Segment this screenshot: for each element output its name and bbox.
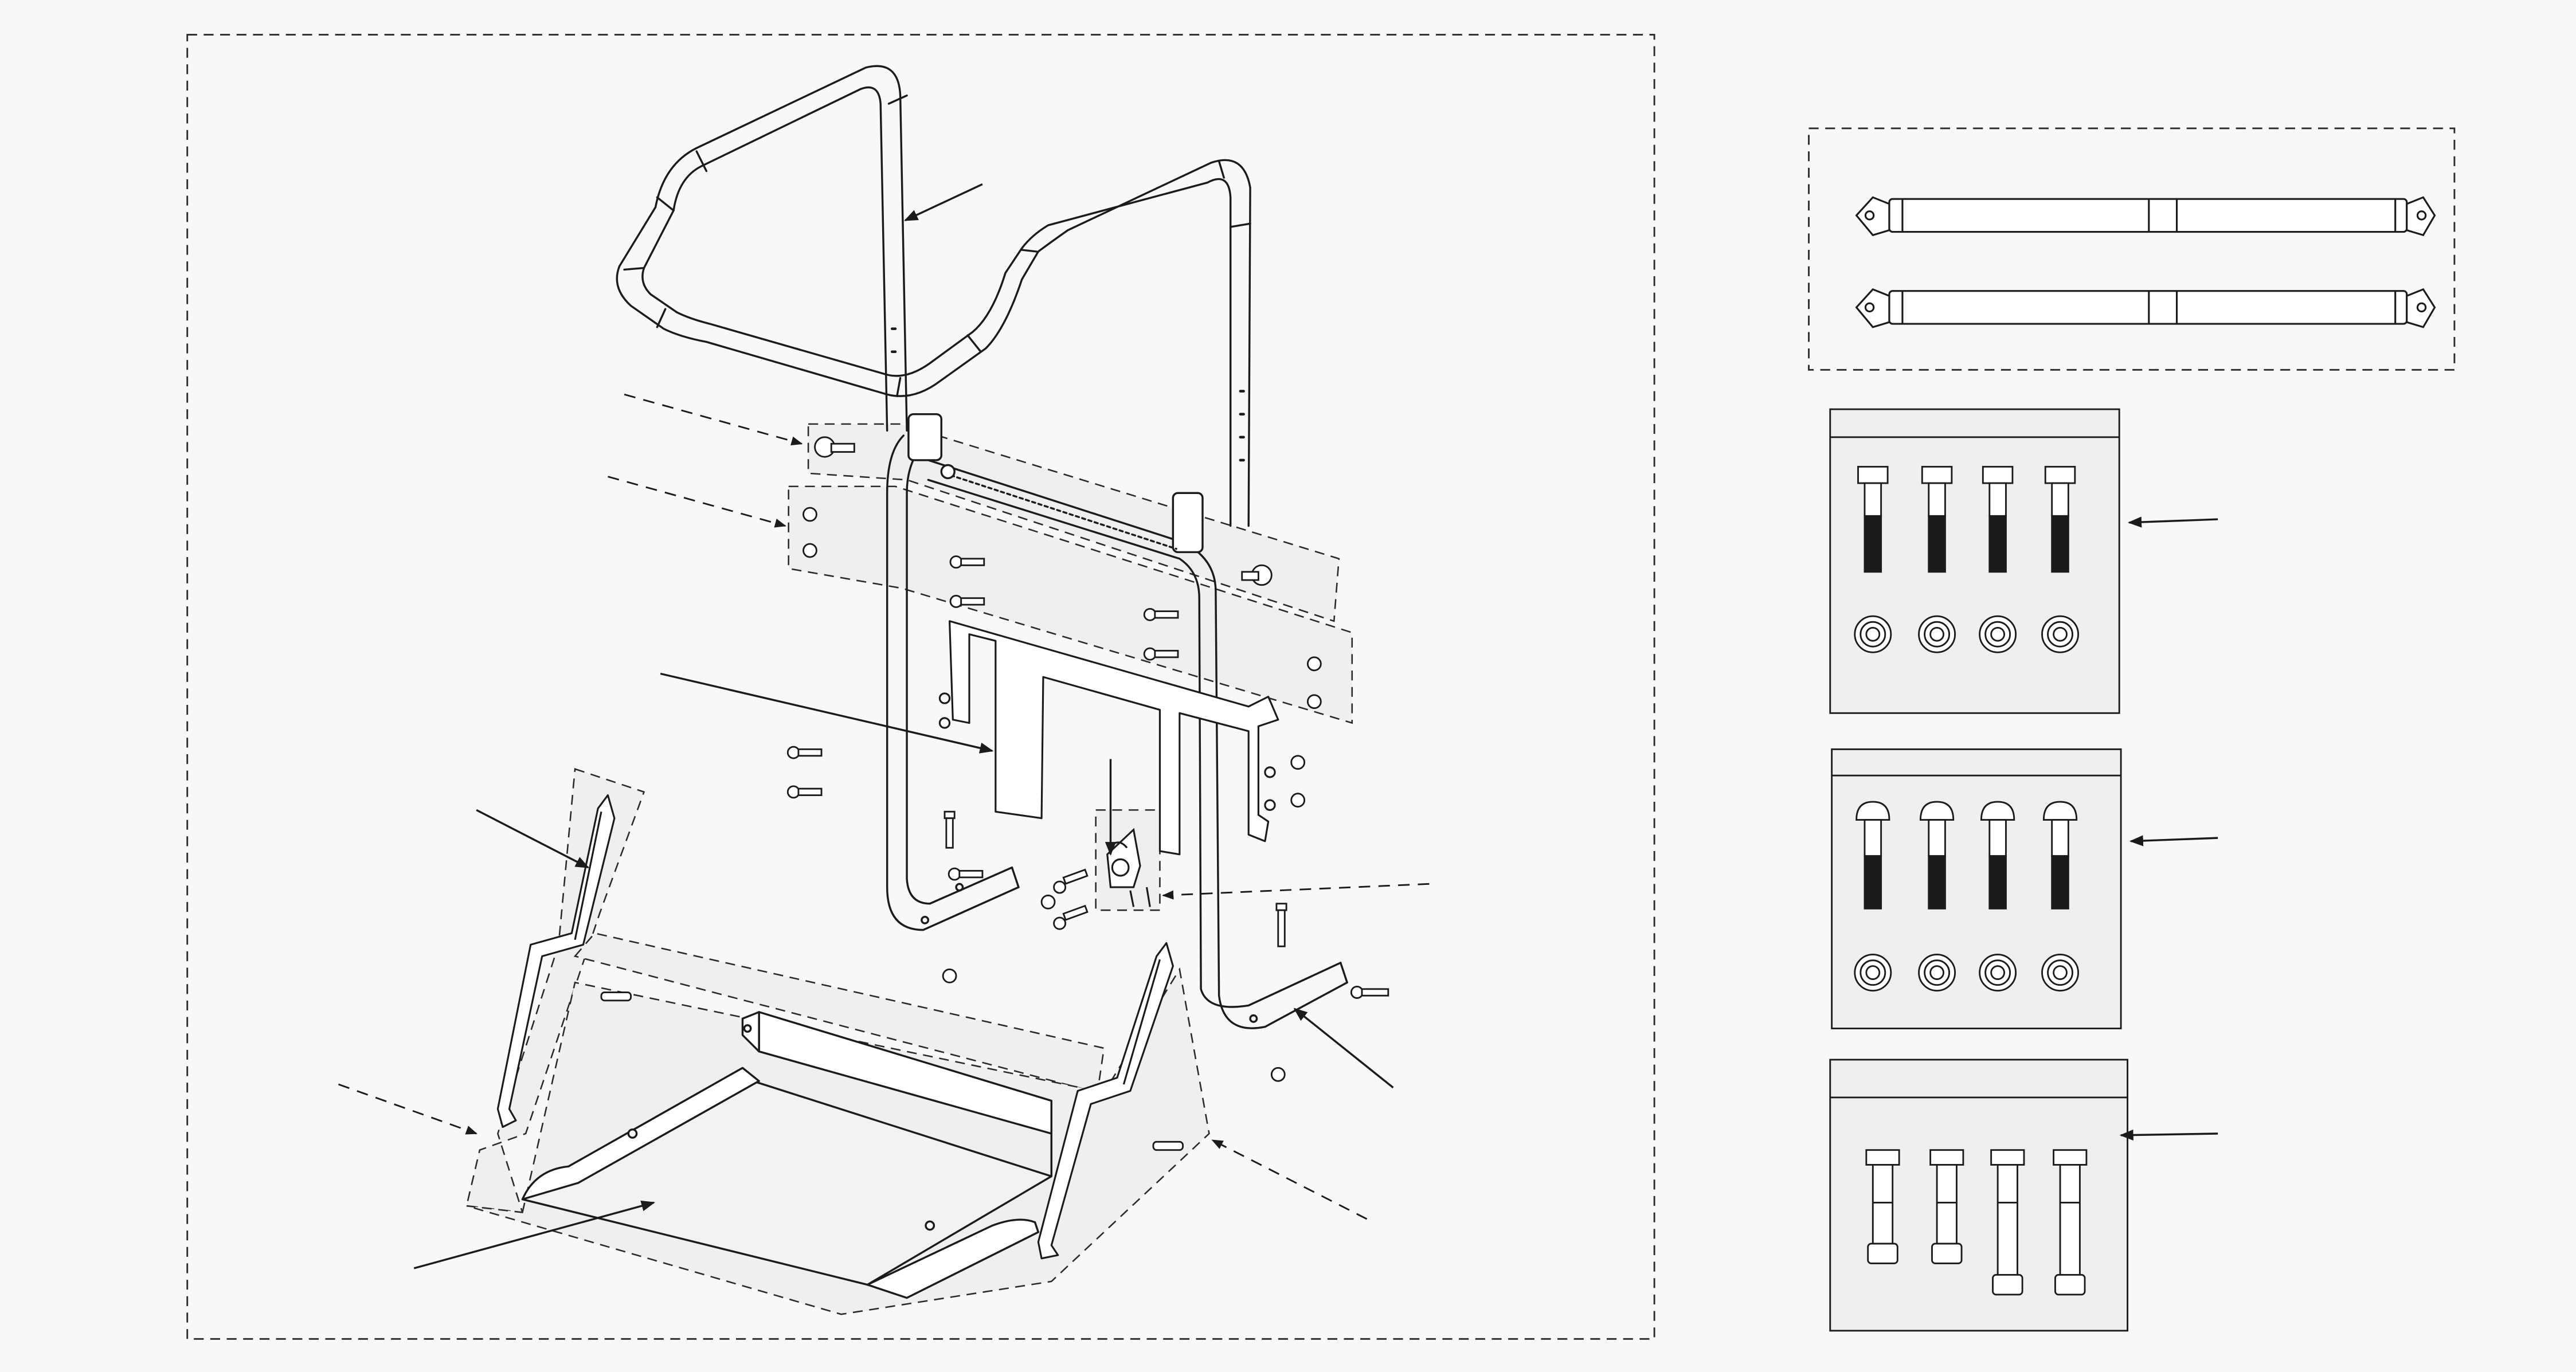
nut (802, 507, 817, 522)
frame-adjust-holes (890, 327, 1245, 462)
leader-shoulder-bolts (2119, 1129, 2218, 1141)
leader-left-strut-band (338, 1083, 478, 1135)
bolt (1053, 868, 1089, 894)
folding-step-platform (521, 1011, 1053, 1299)
leader-lower-pins (1211, 1139, 1368, 1220)
kit-hex-bolts-panel (1829, 408, 2218, 714)
bolt (1143, 607, 1179, 621)
bolt (1275, 903, 1287, 947)
bolt (1241, 564, 1273, 586)
hardware-nuts (802, 507, 1322, 1082)
leader-carriage-bolts (2129, 835, 2218, 846)
carriage-bolt (1920, 801, 1955, 910)
rear-tube-frame (886, 413, 1348, 1029)
upper-handle-frame (616, 65, 1251, 527)
strut-part (1855, 196, 2436, 237)
bolt (948, 867, 984, 881)
kit-struts-border (1808, 127, 2456, 371)
hex-bolt (2044, 465, 2076, 573)
hex-nut (1918, 954, 1956, 992)
nut (802, 543, 817, 558)
hex-bolt (1857, 465, 1889, 573)
bolt (786, 785, 823, 799)
hex-nut (2041, 615, 2080, 653)
bolt (786, 746, 823, 759)
carriage-bolt (1980, 801, 2015, 910)
bolt (1143, 647, 1179, 661)
leader-latch (1162, 883, 1430, 900)
leader-tube-foot (1293, 1008, 1394, 1089)
kit-carriage-bolts-panel (1831, 748, 2218, 1030)
leader-backplate (660, 672, 994, 754)
left-support-strut (496, 794, 616, 1128)
lower-pin-band (573, 932, 1105, 1093)
nut (1270, 1067, 1286, 1082)
strut-part (1855, 288, 2436, 328)
hex-nut (1854, 954, 1892, 992)
hex-nut (1854, 615, 1892, 653)
hex-nut (1979, 954, 2017, 992)
nut (1290, 755, 1306, 770)
hex-nut (1918, 615, 1956, 653)
kit-struts-panel (1808, 127, 2456, 371)
shoulder-bolt-set (1865, 1149, 2088, 1296)
leader-platform (413, 1200, 656, 1269)
carriage-bolt-set (1854, 801, 2080, 992)
shoulder-bolt (1929, 1149, 1964, 1264)
leader-upper-bolts (624, 393, 803, 446)
bolt (814, 436, 855, 458)
backplate-bracket (938, 620, 1279, 856)
shoulder-bolt (1865, 1149, 1900, 1264)
dashed-leaders (338, 393, 1430, 1220)
carriage-bolt (2042, 801, 2078, 910)
solid-leaders (413, 183, 1394, 1269)
hex-bolt (1982, 465, 2014, 573)
hex-nut (2041, 954, 2080, 992)
shoulder-bolt (1990, 1149, 2025, 1296)
nut (1290, 793, 1306, 808)
leader-hex-bolts (2128, 516, 2218, 528)
bolt (944, 810, 956, 849)
carriage-bolt (1855, 801, 1890, 910)
nut (1306, 656, 1322, 672)
pin (600, 991, 632, 1002)
pin (1152, 1140, 1184, 1151)
middle-nut-band (788, 485, 1353, 724)
bolt (1350, 986, 1389, 999)
bolt (949, 555, 985, 569)
hex-bolt-set (1854, 465, 2080, 653)
nut (1040, 894, 1056, 910)
shoulder-bolt (2053, 1149, 2088, 1296)
nut (1306, 694, 1322, 709)
right-support-strut (1037, 942, 1174, 1260)
leader-handle-frame (904, 183, 983, 222)
bolt (1053, 904, 1089, 930)
nut (942, 968, 957, 983)
bolt (949, 594, 985, 608)
leader-left-strut (476, 809, 590, 869)
hex-bolt (1921, 465, 1953, 573)
main-exploded-view (186, 34, 1655, 1340)
hex-nut (1979, 615, 2017, 653)
kit-shoulder-bolts-panel (1829, 1059, 2218, 1332)
leader-middle-nuts (608, 476, 786, 528)
hardware-bolts (600, 436, 1389, 1151)
